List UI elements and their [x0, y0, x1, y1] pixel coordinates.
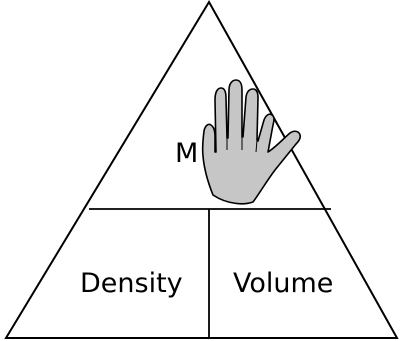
triangle-outline: [4, 0, 399, 339]
volume-label: Volume: [233, 268, 333, 299]
top-label: M: [175, 138, 198, 169]
raised-hand-icon: [201, 79, 302, 205]
density-label: Density: [80, 268, 183, 299]
